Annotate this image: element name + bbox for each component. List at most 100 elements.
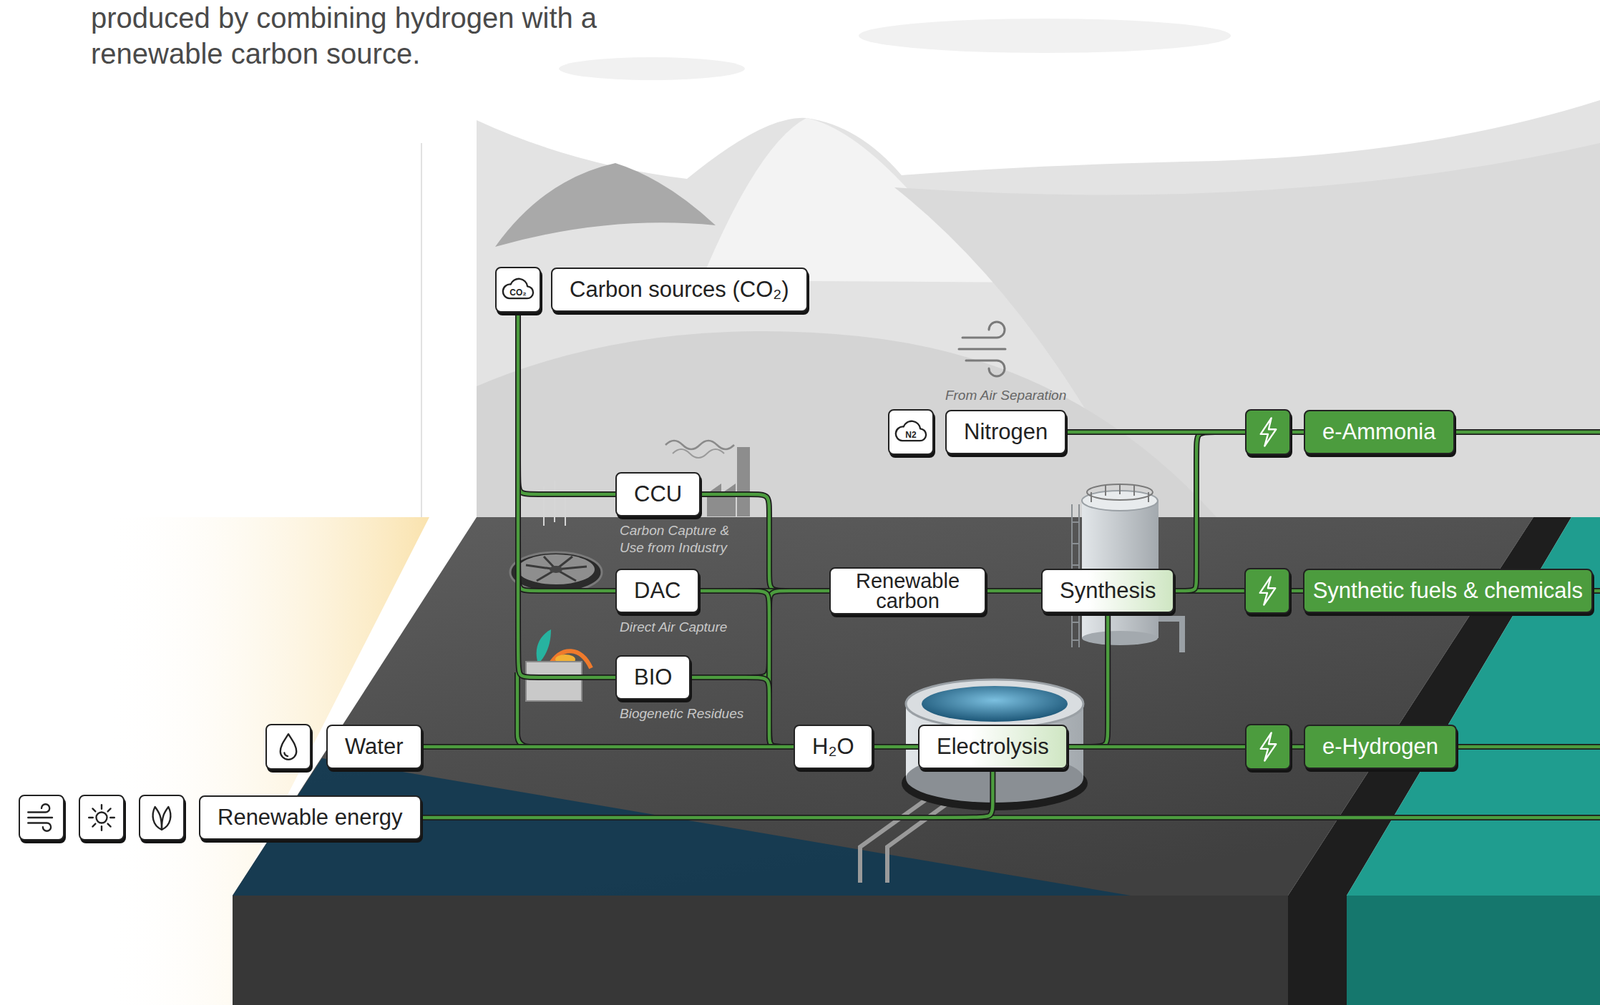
connector-outline	[1067, 744, 1246, 750]
wire-continuations	[429, 432, 1600, 818]
wind-stroke	[27, 804, 50, 813]
biomass-crate	[525, 629, 592, 702]
process-node: e-Ammonia	[1245, 409, 1455, 456]
intro-text: produced by combining hydrogen with a re…	[90, 0, 664, 72]
process-node: Synthetic fuels & chemicals	[1244, 568, 1593, 614]
icon-tile	[18, 794, 65, 841]
icon-text: N2	[889, 430, 933, 441]
sun-disc	[96, 812, 108, 824]
label-box: e-Ammonia	[1303, 410, 1455, 455]
icon-symbol	[1245, 569, 1289, 613]
chimney	[737, 447, 750, 517]
wind-stroke	[27, 817, 53, 819]
connector	[421, 769, 994, 818]
connector	[518, 312, 616, 678]
connector-outline	[518, 312, 616, 495]
process-node: e-Hydrogen	[1245, 724, 1457, 770]
sun-ray	[92, 808, 96, 812]
node-caption: Direct Air Capture	[619, 618, 728, 637]
backdrop	[476, 100, 1600, 518]
connector-line	[518, 312, 616, 678]
label-box: CCUCarbon Capture & Use from Industry	[615, 472, 701, 517]
hill	[495, 163, 716, 247]
railing-post	[1091, 484, 1149, 503]
icon-symbol	[266, 725, 310, 769]
wind-stroke	[966, 360, 1005, 377]
connector-outline	[699, 591, 794, 748]
node-label: Synthesis	[1059, 578, 1156, 604]
connector-outline	[518, 312, 616, 592]
cloud-shape	[558, 57, 745, 81]
sun-ray	[108, 824, 111, 828]
tank-rim	[905, 679, 1084, 729]
connector-line	[986, 589, 1042, 594]
icon-tile	[1245, 409, 1291, 456]
icon-glyph	[1260, 732, 1277, 761]
sun-ray	[88, 817, 94, 819]
icon-glyph	[153, 807, 172, 831]
icon-glyph	[1259, 576, 1276, 605]
connector-outline	[421, 769, 994, 818]
wire-line	[429, 432, 1600, 818]
label-box: From Air SeparationNitrogen	[945, 410, 1067, 455]
node-label: CCU	[633, 481, 682, 508]
connector-outline	[518, 312, 616, 678]
sun-ray	[108, 808, 111, 812]
icon-tile	[78, 794, 125, 841]
smoke	[672, 449, 725, 458]
icon-symbol	[1246, 725, 1290, 769]
node-label: e-Ammonia	[1322, 419, 1437, 446]
wind-stroke	[958, 348, 1006, 351]
node-label: Renewable carbon	[845, 571, 971, 612]
node-label: Synthetic fuels & chemicals	[1313, 578, 1583, 604]
node-label: e-Hydrogen	[1322, 734, 1439, 760]
process-node: DACDirect Air Capture	[615, 568, 700, 614]
connector-outline	[986, 588, 1042, 594]
icon-symbol	[1246, 410, 1290, 454]
connector-outline	[1174, 432, 1246, 592]
icon-glyph	[27, 804, 53, 832]
drop-highlight	[284, 752, 288, 757]
label-box: DACDirect Air Capture	[615, 568, 700, 614]
icon-tile	[138, 794, 185, 841]
connector-line	[1174, 432, 1246, 592]
connector-line	[1067, 745, 1246, 750]
leaf	[536, 629, 551, 665]
factory-building	[706, 483, 736, 517]
wire-outline	[429, 432, 1600, 818]
crate	[525, 661, 582, 702]
node-label: Carbon sources (CO₂)	[569, 276, 790, 303]
node-label: Electrolysis	[936, 734, 1050, 760]
icon-symbol	[20, 796, 63, 840]
sun-ray	[92, 824, 96, 828]
steam	[543, 480, 566, 526]
cloud-shape	[858, 18, 1231, 53]
sun-ray	[100, 826, 103, 831]
connector	[1067, 747, 1246, 748]
connector	[699, 591, 794, 748]
sun-ray	[100, 805, 103, 810]
icon-tile: N2	[888, 409, 934, 456]
label-box: Carbon sources (CO₂)	[550, 267, 808, 312]
icon-tile	[265, 724, 312, 770]
connector	[1174, 432, 1246, 592]
pipe	[1158, 618, 1183, 653]
icon-glyph	[1260, 417, 1277, 446]
process-node: N2 From Air SeparationNitrogen	[888, 409, 1067, 456]
connector-line	[1067, 613, 1108, 748]
platform-front	[232, 895, 1289, 1005]
connector-line	[872, 745, 919, 750]
connector-line	[422, 745, 794, 750]
icon-symbol	[80, 796, 124, 840]
label-box: Renewable energy	[198, 795, 422, 841]
node-caption: Carbon Capture & Use from Industry	[619, 522, 753, 557]
node-label: H₂O	[812, 734, 855, 760]
icon-text: CO₂	[496, 287, 540, 298]
icon-tile: CO₂	[495, 266, 541, 313]
connector-line	[421, 769, 994, 818]
connector-outline	[422, 744, 794, 750]
connector-outline	[872, 744, 919, 750]
